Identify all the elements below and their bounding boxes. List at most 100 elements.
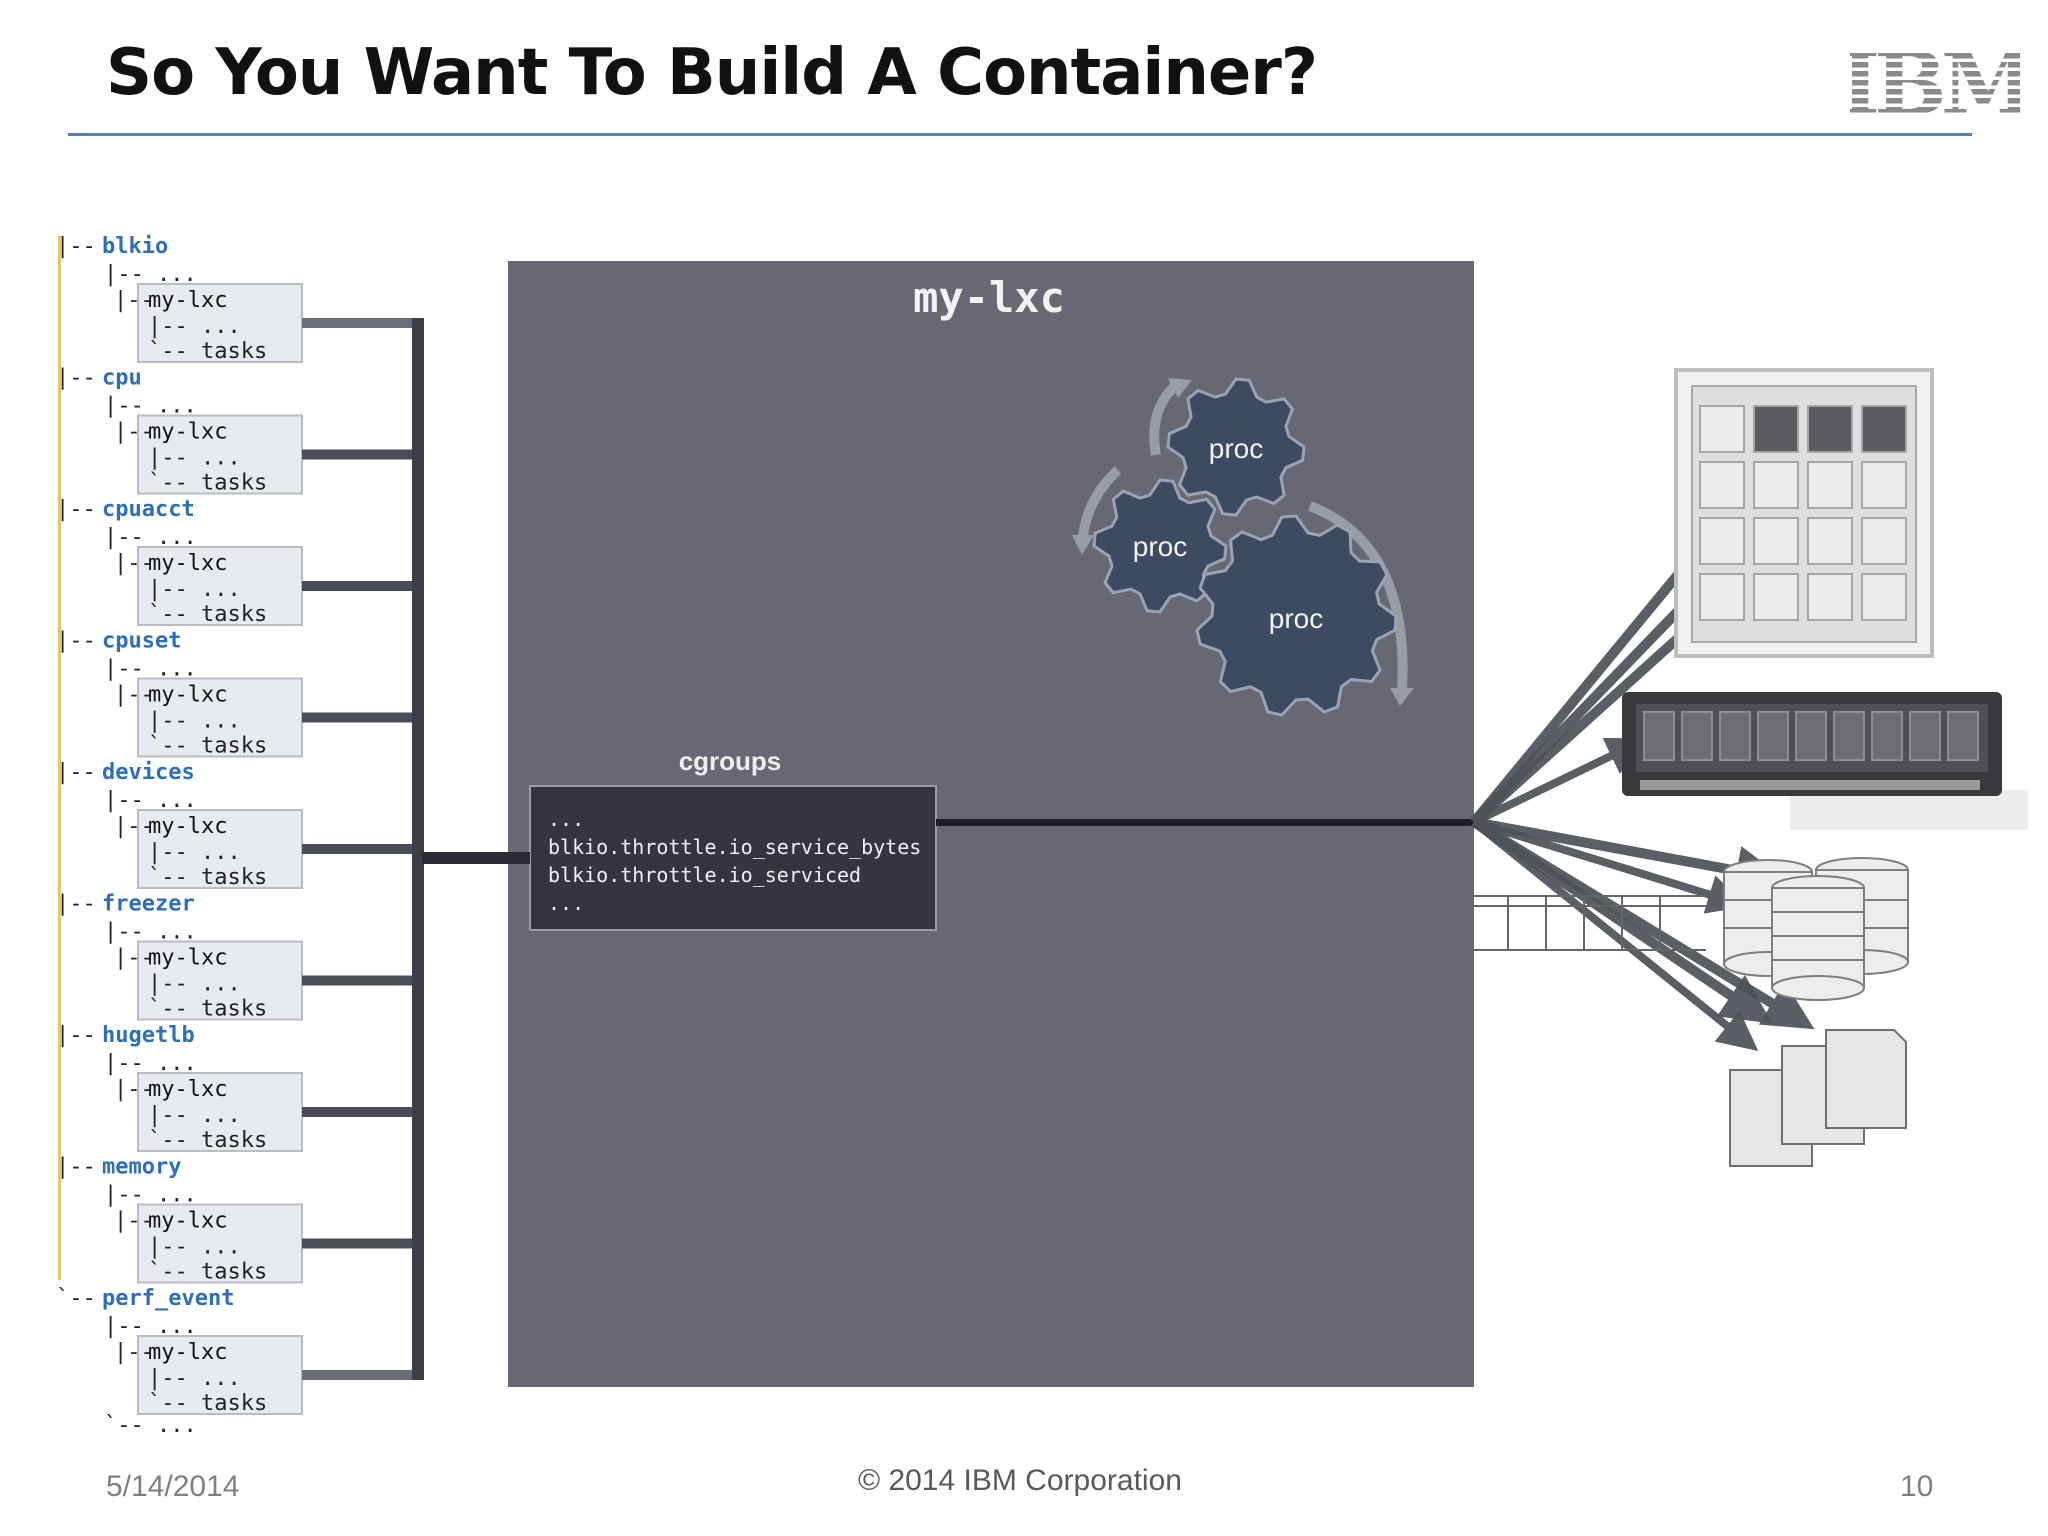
my-lxc-ellipsis: |-- ... xyxy=(148,1103,241,1128)
resource-arrow xyxy=(1471,818,1759,1052)
my-lxc-ellipsis: |-- ... xyxy=(148,840,241,865)
footer-copyright: © 2014 IBM Corporation xyxy=(858,1464,1182,1497)
gear-icon xyxy=(1092,478,1228,614)
my-lxc-group-label: my-lxc xyxy=(148,551,227,576)
my-lxc-group-label: my-lxc xyxy=(148,1209,227,1234)
tasks-file: `-- tasks xyxy=(148,865,267,890)
cpu-cell xyxy=(1807,461,1853,509)
cpu-cell xyxy=(1861,405,1907,453)
tree-branch-glyph: |-- xyxy=(114,1209,154,1234)
resource-arrow xyxy=(1471,817,1815,1030)
network-icon xyxy=(1474,895,1706,951)
my-lxc-group-label: my-lxc xyxy=(148,288,227,313)
my-lxc-group-box xyxy=(137,809,303,889)
subsystem-cpuset: cpuset xyxy=(102,629,181,654)
tree-branch-glyph: |-- xyxy=(56,760,96,785)
disk-storage-icon xyxy=(1723,857,1909,1001)
tree-branch-glyph: |-- xyxy=(56,234,96,259)
my-lxc-ellipsis: |-- ... xyxy=(148,577,241,602)
tasks-file: `-- tasks xyxy=(148,339,267,364)
my-lxc-group-box xyxy=(137,1203,303,1284)
cpu-cell xyxy=(1753,517,1799,565)
files-icon xyxy=(1729,1029,1907,1167)
cgroups-file-line: ... xyxy=(548,891,584,915)
tree-sibling-ellipsis: |-- ... xyxy=(104,1314,197,1339)
process-label: proc xyxy=(1209,433,1263,464)
tree-sibling-ellipsis: |-- ... xyxy=(104,394,197,419)
memory-module-icon xyxy=(1622,692,2028,830)
tree-branch-glyph: |-- xyxy=(56,1155,96,1180)
subsystem-hugetlb: hugetlb xyxy=(102,1023,195,1048)
cpu-cell xyxy=(1861,573,1907,621)
resource-arrow xyxy=(1472,737,1648,826)
tree-sibling-ellipsis: |-- ... xyxy=(104,1183,197,1208)
cgroups-to-edge-line xyxy=(936,819,1474,826)
gear-icon xyxy=(1166,377,1306,517)
subsystem-freezer: freezer xyxy=(102,892,195,917)
cpu-cell xyxy=(1807,405,1853,453)
cpu-cell xyxy=(1699,461,1745,509)
cpu-cell xyxy=(1861,461,1907,509)
my-lxc-ellipsis: |-- ... xyxy=(148,972,241,997)
tree-trailing-ellipsis: `-- ... xyxy=(104,1413,197,1438)
tree-branch-glyph: |-- xyxy=(56,892,96,917)
my-lxc-ellipsis: |-- ... xyxy=(148,446,241,471)
cgroup-bracket xyxy=(302,318,424,1380)
bracket-bar xyxy=(412,318,424,1380)
my-lxc-group-label: my-lxc xyxy=(148,420,227,445)
subsystem-memory: memory xyxy=(102,1155,181,1180)
subsystem-devices: devices xyxy=(102,760,195,785)
tree-sibling-ellipsis: |-- ... xyxy=(104,262,197,287)
cpu-cell xyxy=(1807,517,1853,565)
ram-chip xyxy=(1833,711,1865,761)
tree-sibling-ellipsis: |-- ... xyxy=(104,788,197,813)
my-lxc-group-label: my-lxc xyxy=(148,946,227,971)
cpu-cell xyxy=(1807,573,1853,621)
tree-sibling-ellipsis: |-- ... xyxy=(104,1051,197,1076)
title-underline xyxy=(68,133,1972,136)
cpu-grid-icon xyxy=(1674,368,1934,658)
tree-sibling-ellipsis: |-- ... xyxy=(104,920,197,945)
cpu-cell xyxy=(1699,573,1745,621)
bracket-stub xyxy=(302,1370,422,1380)
tree-sibling-ellipsis: |-- ... xyxy=(104,657,197,682)
my-lxc-ellipsis: |-- ... xyxy=(148,709,241,734)
my-lxc-group-box xyxy=(137,283,303,363)
ram-chip xyxy=(1871,711,1903,761)
process-label: proc xyxy=(1133,531,1187,562)
tasks-file: `-- tasks xyxy=(148,997,267,1022)
my-lxc-group-box xyxy=(137,1072,303,1152)
tasks-file: `-- tasks xyxy=(148,1128,267,1153)
tree-branch-glyph: |-- xyxy=(114,946,154,971)
my-lxc-group-label: my-lxc xyxy=(148,1077,227,1102)
ibm-logo-text: IBM xyxy=(1850,44,2020,122)
ram-chip xyxy=(1795,711,1827,761)
bracket-stub xyxy=(302,318,422,328)
subsystem-perf_event: perf_event xyxy=(102,1286,234,1311)
rotation-arrowheads xyxy=(1072,378,1414,706)
cgroups-file-line: blkio.throttle.io_service_bytes xyxy=(548,835,921,859)
tree-branch-glyph: |-- xyxy=(114,1340,154,1365)
ibm-logo: IBM xyxy=(1850,44,2020,122)
tree-branch-glyph: |-- xyxy=(114,1077,154,1102)
footer-date: 5/14/2014 xyxy=(106,1470,240,1503)
my-lxc-group-label: my-lxc xyxy=(148,1340,227,1365)
cgroups-file-line: blkio.throttle.io_serviced xyxy=(548,863,861,887)
tree-branch-glyph: |-- xyxy=(114,551,154,576)
tree-branch-glyph: |-- xyxy=(114,288,154,313)
tree-branch-glyph: |-- xyxy=(114,420,154,445)
cgroups-file-line: ... xyxy=(548,807,584,831)
tasks-file: `-- tasks xyxy=(148,734,267,759)
cpu-cell xyxy=(1861,517,1907,565)
tree-branch-glyph: |-- xyxy=(56,1023,96,1048)
ram-chip xyxy=(1909,711,1941,761)
tasks-file: `-- tasks xyxy=(148,1260,267,1285)
cgroup-tree: |--blkio|-- ...|--my-lxc|-- ...`-- tasks… xyxy=(56,234,303,1438)
my-lxc-group-label: my-lxc xyxy=(148,814,227,839)
my-lxc-group-label: my-lxc xyxy=(148,683,227,708)
my-lxc-ellipsis: |-- ... xyxy=(148,1235,241,1260)
cpu-cell xyxy=(1699,405,1745,453)
ram-chip xyxy=(1757,711,1789,761)
tree-branch-glyph: |-- xyxy=(56,497,96,522)
my-lxc-ellipsis: |-- ... xyxy=(148,1366,241,1391)
